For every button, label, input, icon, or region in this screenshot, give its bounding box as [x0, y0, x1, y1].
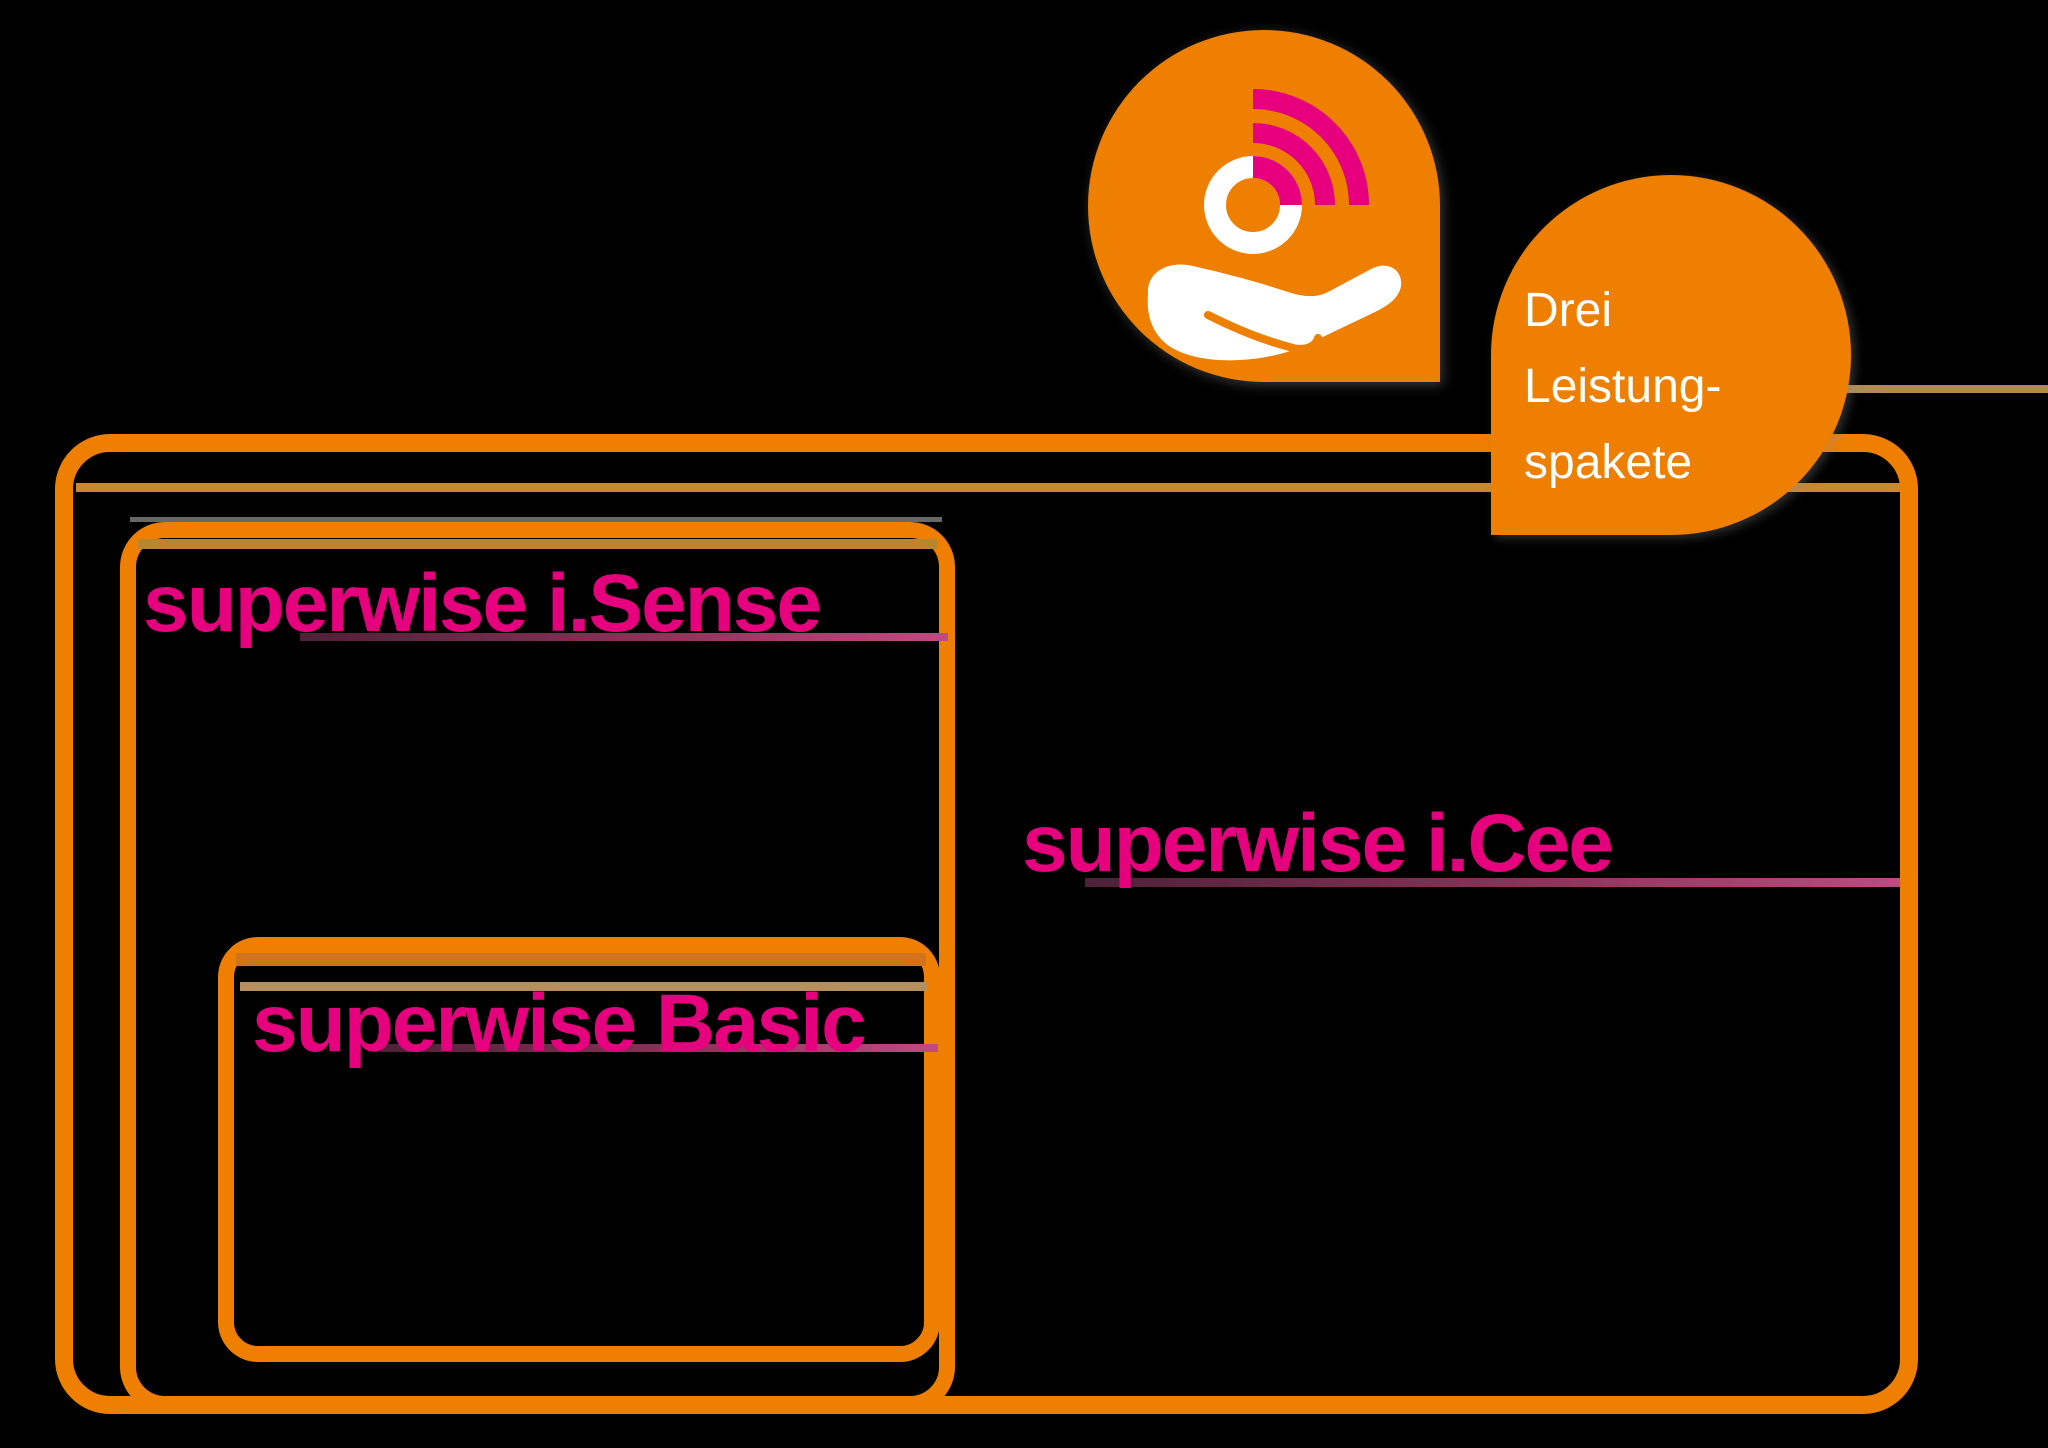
badge-line-1: Drei	[1524, 284, 1613, 337]
mustard-line-under-sense-border	[138, 539, 938, 549]
sense-package-label: superwise i.Sense	[143, 558, 822, 649]
basic-package-label: superwise Basic	[252, 978, 867, 1069]
tan-line-top-right	[1700, 385, 2048, 393]
icee-package-label: superwise i.Cee	[1022, 798, 1614, 889]
wifi-arc-middle-icon	[1252, 123, 1335, 206]
tan-line-under-outer-border	[76, 483, 1900, 492]
offering-hand-icon	[1147, 264, 1402, 361]
hand-crease-line	[1204, 311, 1322, 353]
three-packages-badge: Drei Leistung- spakete	[1491, 175, 1851, 535]
tan-line-under-basic-border	[240, 982, 928, 991]
badge-line-2: Leistung-	[1524, 360, 1722, 413]
badge-line-3: spakete	[1524, 436, 1693, 489]
sense-package-box	[120, 522, 955, 1412]
sense-label-underline	[300, 633, 948, 641]
gray-hairline-sense	[130, 517, 942, 522]
wifi-arc-outer-icon	[1252, 89, 1369, 206]
basic-label-underline	[380, 1044, 938, 1052]
dark-band-under-basic-border	[236, 953, 926, 966]
basic-package-box	[218, 937, 940, 1362]
hand-presenting-connected-person-icon	[1088, 30, 1440, 382]
wifi-arc-inner-icon	[1252, 156, 1302, 206]
icee-label-underline	[1085, 878, 1900, 887]
badge-text: Drei Leistung- spakete	[1524, 273, 1721, 501]
